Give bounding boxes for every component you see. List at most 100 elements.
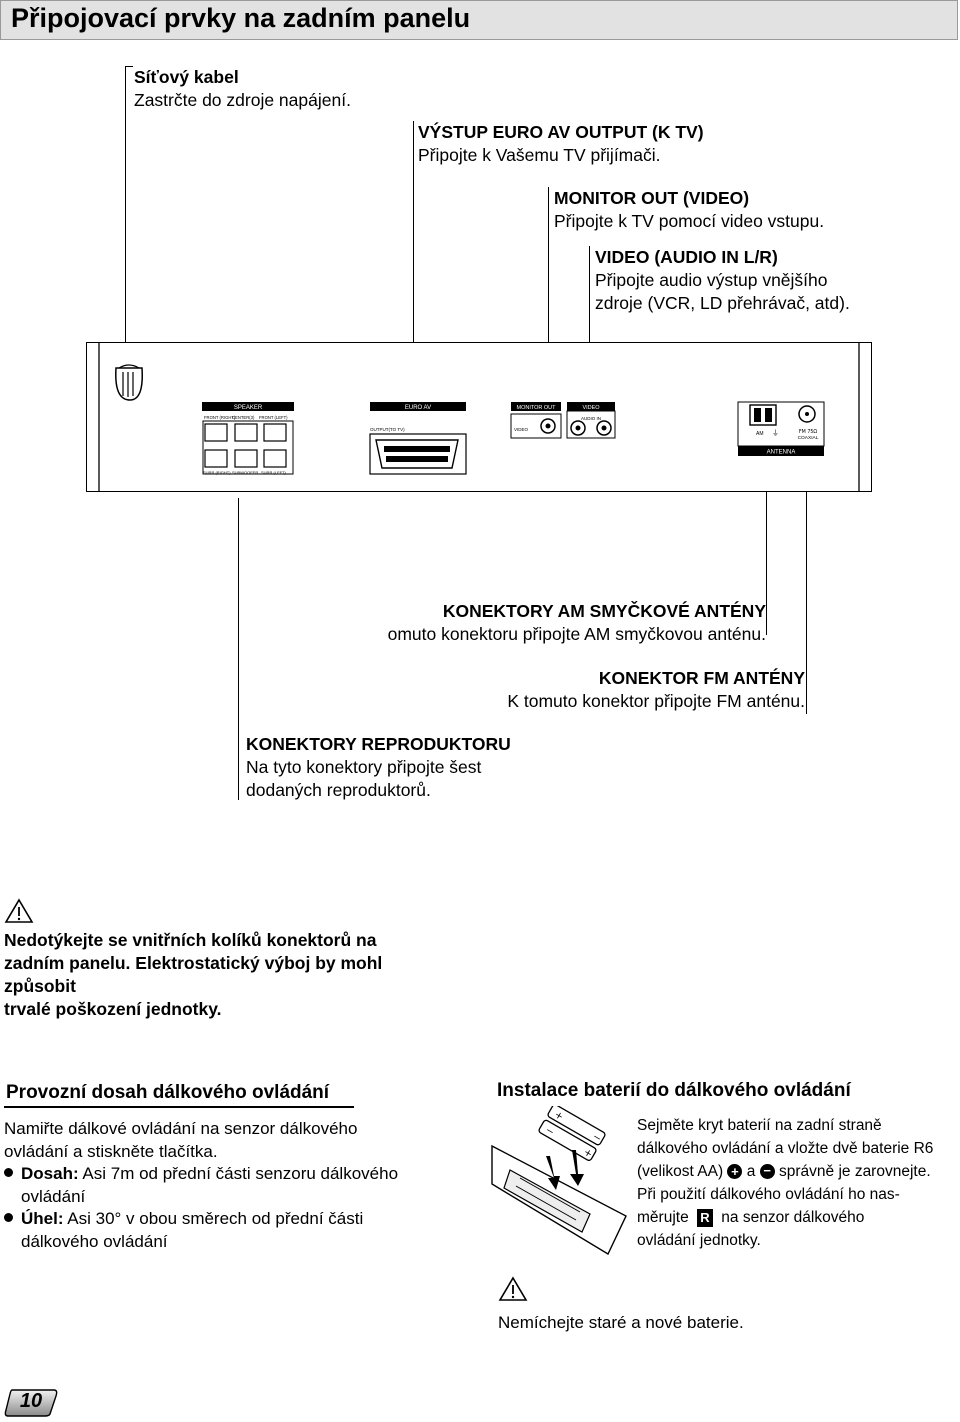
leader-line-power: [125, 66, 126, 372]
warning-icon: [4, 898, 34, 923]
battery-line3-b: a: [742, 1163, 760, 1180]
angle-label: Úhel:: [21, 1209, 64, 1228]
leader-line-speakers: [238, 498, 239, 800]
panel-monitor-out: MONITOR OUT: [516, 405, 556, 411]
battery-line1: Sejměte kryt baterií na zadní straně: [637, 1117, 882, 1134]
battery-line2: dálkového ovládání a vložte dvě baterie …: [637, 1140, 934, 1157]
svg-text:⏚: ⏚: [772, 429, 779, 437]
angle-text: Asi 30° v obou směrech od přední části: [63, 1209, 364, 1228]
remote-range-heading: Provozní dosah dálkového ovládání: [6, 1082, 330, 1103]
battery-install-illustration: + − − +: [491, 1106, 627, 1255]
callout-fm-antenna: KONEKTOR FM ANTÉNY K tomuto konektor při…: [420, 667, 805, 713]
callout-power: Síťový kabel Zastrčte do zdroje napájení…: [134, 66, 351, 112]
plus-icon: +: [727, 1164, 743, 1180]
callout-monitor-text: Připojte k TV pomocí video vstupu.: [554, 211, 825, 231]
panel-surr-r: SURR (RIGHT): [203, 470, 231, 475]
battery-instructions: Sejměte kryt baterií na zadní straně dál…: [637, 1114, 957, 1252]
callout-video-title: VIDEO (AUDIO IN L/R): [595, 247, 778, 267]
page-number-badge: [4, 1389, 58, 1417]
callout-euro-av-text: Připojte k Vašemu TV přijímači.: [418, 145, 661, 165]
battery-line6: ovládání jednotky.: [637, 1232, 761, 1249]
remote-intro-line2: ovládání a stiskněte tlačítka.: [4, 1141, 218, 1161]
panel-front-r: FRONT (RIGHT): [204, 415, 236, 420]
panel-speaker-label: SPEAKER: [234, 405, 263, 411]
callout-speakers-text2: dodaných reproduktorů.: [246, 780, 431, 800]
warning-line3: způsobit: [4, 976, 76, 996]
range-label: Dosah:: [21, 1164, 79, 1183]
panel-am: AM: [756, 431, 764, 437]
callout-am-title: KONEKTORY AM SMYČKOVÉ ANTÉNY: [442, 601, 766, 621]
callout-video-audio-in: VIDEO (AUDIO IN L/R) Připojte audio výst…: [595, 246, 850, 315]
warning-line2: zadním panelu. Elektrostatický výboj by …: [4, 953, 383, 973]
battery-warning-icon: [498, 1276, 528, 1301]
euro-av-connector: EURO AV OUTPUT(TO TV): [369, 402, 467, 475]
warning-line1: Nedotýkejte se vnitřních kolíků konektor…: [4, 930, 377, 950]
battery-line5-b: na senzor dálkového: [717, 1209, 865, 1226]
leader-line-am: [766, 455, 767, 635]
warning-text: Nedotýkejte se vnitřních kolíků konektor…: [4, 929, 444, 1021]
remote-sensor-icon: R: [697, 1208, 713, 1227]
antenna-connectors: AM ⏚ FM 75Ω COAXIAL ANTENNA: [737, 401, 825, 456]
callout-am-text: omuto konektoru připojte AM smyčkovou an…: [387, 624, 766, 644]
callout-euro-av-title: VÝSTUP EURO AV OUTPUT (K TV): [418, 122, 704, 142]
panel-center: CENTER(3): [232, 415, 255, 420]
video-audio-in-jacks: VIDEO AUDIO IN: [566, 402, 616, 439]
callout-am-antenna: KONEKTORY AM SMYČKOVÉ ANTÉNY omuto konek…: [362, 600, 766, 646]
panel-audio-in: AUDIO IN: [581, 416, 601, 421]
title-bar: Připojovací prvky na zadním panelu: [0, 0, 958, 40]
battery-heading: Instalace baterií do dálkového ovládání: [497, 1080, 851, 1101]
remote-angle-item: Úhel: Asi 30° v obou směrech od přední č…: [4, 1208, 444, 1231]
callout-speakers-title: KONEKTORY REPRODUKTORU: [246, 734, 511, 754]
leader-line-fm: [806, 430, 807, 714]
callout-speakers: KONEKTORY REPRODUKTORU Na tyto konektory…: [246, 733, 511, 802]
callout-power-title: Síťový kabel: [134, 67, 239, 87]
remote-range-underline: [4, 1106, 354, 1108]
battery-line5-a: měrujte: [637, 1209, 693, 1226]
remote-intro-line1: Namiřte dálkové ovládání na senzor dálko…: [4, 1119, 358, 1138]
battery-line3-c: správně je zarovnejte.: [774, 1163, 931, 1180]
leader-tick-power: [125, 66, 133, 67]
callout-video-text1: Připojte audio výstup vnějšího: [595, 270, 828, 290]
angle-text-line2: dálkového ovládání: [21, 1231, 168, 1251]
rear-panel-diagram: SPEAKER FRONT (RIGHT) CENTER(3) FRONT (L…: [86, 342, 872, 492]
remote-range-item: Dosah: Asi 7m od přední části senzoru dá…: [4, 1163, 444, 1186]
panel-euro-av-label: EURO AV: [405, 405, 431, 411]
leader-line-euro: [413, 121, 414, 405]
battery-line3-a: (velikost AA): [637, 1163, 728, 1180]
page-title: Připojovací prvky na zadním panelu: [11, 3, 471, 33]
remote-range-body: Namiřte dálkové ovládání na senzor dálko…: [4, 1118, 444, 1253]
leader-line-video: [589, 246, 590, 405]
panel-antenna-label: ANTENNA: [767, 450, 796, 456]
speaker-terminals: SPEAKER FRONT (RIGHT) CENTER(3) FRONT (L…: [202, 402, 294, 475]
callout-monitor-out: MONITOR OUT (VIDEO) Připojte k TV pomocí…: [554, 187, 824, 233]
callout-video-text2: zdroje (VCR, LD přehrávač, atd).: [595, 293, 850, 313]
battery-line5: měrujte R na senzor dálkového: [637, 1206, 957, 1229]
callout-fm-text: K tomuto konektor připojte FM anténu.: [507, 691, 805, 711]
battery-line3: (velikost AA) + a − správně je zarovnejt…: [637, 1160, 957, 1183]
panel-subwoofer: SUBWOOFER: [232, 470, 258, 475]
panel-front-l: FRONT (LEFT): [259, 415, 288, 420]
minus-icon: −: [759, 1164, 775, 1180]
bullet-icon: [4, 1168, 13, 1178]
monitor-out-jack: MONITOR OUT VIDEO: [510, 402, 562, 439]
battery-warning-text: Nemíchejte staré a nové baterie.: [498, 1313, 744, 1332]
page-number: 10: [19, 1390, 43, 1412]
panel-fm: FM 75Ω: [799, 429, 818, 435]
panel-video-label: VIDEO: [514, 427, 529, 432]
bullet-icon: [4, 1213, 13, 1223]
callout-power-text: Zastrčte do zdroje napájení.: [134, 90, 351, 110]
callout-speakers-text1: Na tyto konektory připojte šest: [246, 757, 482, 777]
panel-coaxial: COAXIAL: [798, 435, 819, 441]
panel-surr-l: SURR (LEFT): [261, 470, 287, 475]
power-cord-icon: [115, 364, 143, 401]
callout-monitor-title: MONITOR OUT (VIDEO): [554, 188, 750, 208]
range-text: Asi 7m od přední části senzoru dálkového: [78, 1164, 399, 1183]
callout-fm-title: KONEKTOR FM ANTÉNY: [598, 668, 805, 688]
callout-euro-av: VÝSTUP EURO AV OUTPUT (K TV) Připojte k …: [418, 121, 704, 167]
battery-line4: Při použití dálkového ovládání ho nas-: [637, 1186, 900, 1203]
leader-line-monitor: [548, 187, 549, 405]
panel-video-hdr: VIDEO: [582, 405, 600, 411]
warning-line4: trvalé poškození jednotky.: [4, 999, 222, 1019]
panel-output-tv: OUTPUT(TO TV): [370, 427, 405, 432]
range-text-line2: ovládání: [21, 1186, 86, 1206]
